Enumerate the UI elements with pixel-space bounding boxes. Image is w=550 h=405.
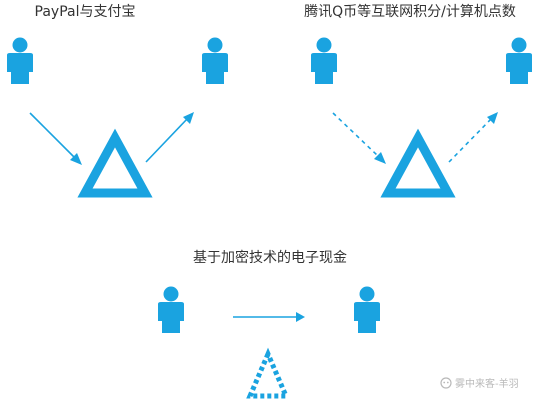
watermark-text: 雾中来客-羊羽 — [455, 377, 519, 390]
panel-title-paypal-alipay: PayPal与支付宝 — [35, 4, 136, 20]
arrow-left-to-triangle — [29, 112, 82, 165]
person-icon — [7, 37, 33, 84]
dotted-triangle-icon — [246, 347, 290, 399]
solid-triangle-icon — [380, 128, 456, 198]
person-icon — [506, 37, 532, 84]
solid-triangle-icon — [77, 128, 153, 198]
person-icon — [354, 286, 380, 333]
panel-q-coins: 腾讯Q币等互联网积分/计算机点数 — [304, 3, 532, 198]
panel-title-q-coins: 腾讯Q币等互联网积分/计算机点数 — [304, 3, 516, 20]
person-icon — [311, 37, 337, 84]
panel-paypal-alipay: PayPal与支付宝 — [7, 4, 228, 198]
arrow-direct-transfer — [233, 312, 305, 322]
person-icon — [202, 37, 228, 84]
dashed-arrow-left-to-triangle — [332, 112, 386, 164]
panel-title-e-cash: 基于加密技术的电子现金 — [193, 249, 347, 266]
person-icon — [158, 286, 184, 333]
watermark: 雾中来客-羊羽 — [440, 377, 519, 390]
chat-bubble-icon — [440, 377, 452, 389]
arrow-triangle-to-right — [145, 112, 194, 163]
panel-e-cash: 基于加密技术的电子现金 — [158, 249, 380, 399]
dashed-arrow-triangle-to-right — [448, 112, 498, 163]
